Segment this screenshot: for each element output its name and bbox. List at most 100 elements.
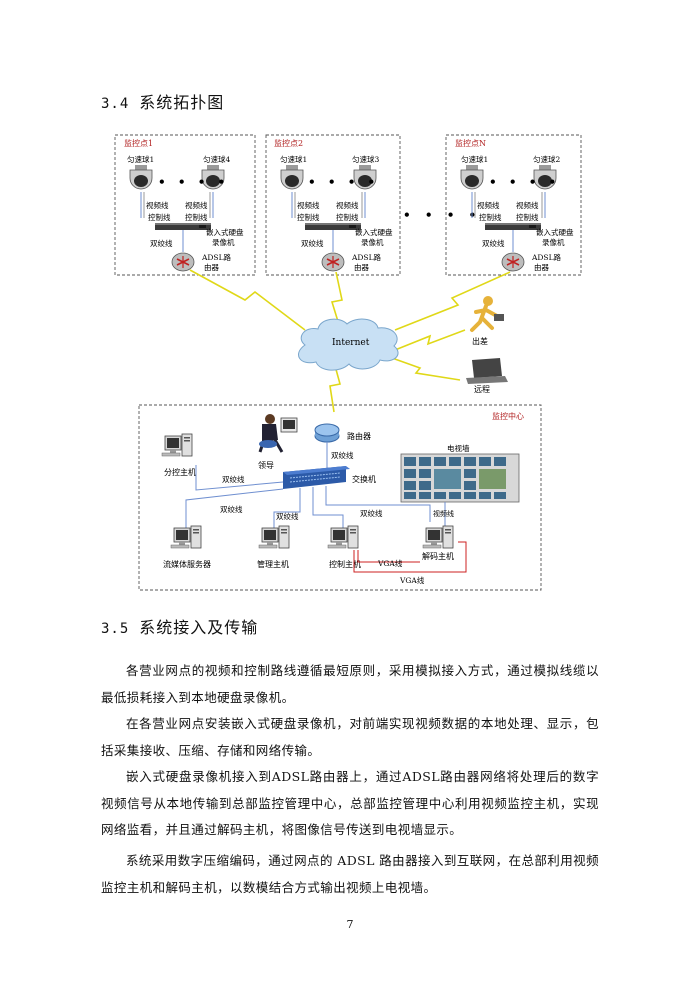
twisted-pair-label: 双绞线 xyxy=(301,238,324,248)
decoder-host-label: 解码主机 xyxy=(422,551,454,561)
internet-cloud-icon xyxy=(298,318,399,371)
camera-label: 匀速球3 xyxy=(352,154,379,164)
site-box xyxy=(445,134,582,276)
router-label: 路由器 xyxy=(347,431,371,441)
adsl-label: 由器 xyxy=(354,262,369,272)
streaming-server-icon xyxy=(170,525,202,549)
control-host-icon xyxy=(327,525,359,549)
twisted-pair-label: 双绞线 xyxy=(482,238,505,248)
adsl-label: ADSL路 xyxy=(201,252,232,262)
router-icon xyxy=(314,423,340,443)
control-host-label: 控制主机 xyxy=(329,559,361,569)
wireless-links xyxy=(189,269,511,413)
remote-label: 远程 xyxy=(474,385,490,394)
dvr-label: 嵌入式硬盘 xyxy=(206,227,244,237)
body-paragraph: 嵌入式硬盘录像机接入到ADSL路由器上，通过ADSL路由器网络将处理后的数字视频… xyxy=(101,769,599,837)
lightning-link-site2 xyxy=(330,271,343,329)
site-title: 监控点2 xyxy=(274,138,303,148)
center-title: 监控中心 xyxy=(492,411,524,421)
adsl-label: 由器 xyxy=(204,262,219,272)
ellipsis-dots: • • • • xyxy=(308,175,379,189)
camera-label: 匀速球4 xyxy=(203,154,230,164)
video-line-label: 视频线 xyxy=(146,200,169,210)
video-line-label: 视频线 xyxy=(433,509,454,518)
dvr-icon xyxy=(155,223,211,230)
dvr-icon xyxy=(485,223,541,230)
center-box xyxy=(138,404,542,591)
traveler-icon xyxy=(470,296,504,332)
lightning-link-remote xyxy=(391,357,461,381)
ellipsis-dots: • • • • xyxy=(489,175,560,189)
site-title: 监控点1 xyxy=(124,138,153,148)
adsl-label: ADSL路 xyxy=(351,252,382,262)
travel-label: 出差 xyxy=(472,336,488,346)
adsl-router-icon xyxy=(501,252,525,272)
camera-label: 匀速球1 xyxy=(461,154,488,164)
site-title: 监控点N xyxy=(455,138,486,148)
control-line-label: 控制线 xyxy=(479,212,502,222)
section-title: 系统拓扑图 xyxy=(139,93,225,112)
control-line-label: 控制线 xyxy=(336,212,359,222)
control-line-label: 控制线 xyxy=(297,212,320,222)
twisted-pair-label: 双绞线 xyxy=(276,511,299,521)
video-line-label: 视频线 xyxy=(477,200,500,210)
adsl-router-icon xyxy=(321,252,345,272)
sub-host-label: 分控主机 xyxy=(164,467,196,477)
laptop-icon xyxy=(466,358,508,384)
switch-label: 交换机 xyxy=(352,474,376,484)
monitoring-site-n: 监控点N 匀速球1 匀速球2 • • • • 视频线 视频线 控制线 控制线 嵌… xyxy=(445,134,582,276)
adsl-label: 由器 xyxy=(534,262,549,272)
twisted-pair-label: 双绞线 xyxy=(360,508,383,518)
vga-label: VGA线 xyxy=(377,558,403,568)
camera-label: 匀速球1 xyxy=(280,154,307,164)
dvr-icon xyxy=(305,223,361,230)
lightning-link-travel xyxy=(394,329,466,351)
monitoring-center: 监控中心 路由器 双绞线 交换机 领导 分控主机 xyxy=(138,404,542,591)
section-heading-3-5: 3.5 系统接入及传输 xyxy=(101,614,258,638)
sub-host-pc-icon xyxy=(161,433,193,457)
dvr-label: 录像机 xyxy=(542,237,565,247)
leader-label: 领导 xyxy=(258,460,274,470)
video-line-label: 视频线 xyxy=(185,200,208,210)
control-line-label: 控制线 xyxy=(148,212,171,222)
twisted-pair-label: 双绞线 xyxy=(331,450,354,460)
twisted-pair-label: 双绞线 xyxy=(220,504,243,514)
video-wall-label: 电视墙 xyxy=(447,443,470,453)
camera-label: 匀速球2 xyxy=(533,154,560,164)
lightning-link-center xyxy=(329,361,341,413)
ellipsis-dots: • • • • xyxy=(158,175,229,189)
twisted-pair-label: 双绞线 xyxy=(222,474,245,484)
adsl-label: ADSL路 xyxy=(531,252,562,262)
dvr-label: 嵌入式硬盘 xyxy=(355,227,393,237)
decoder-host-icon xyxy=(422,525,454,549)
body-paragraph: 在各营业网点安装嵌入式硬盘录像机，对前端实现视频数据的本地处理、显示，包括采集接… xyxy=(101,716,599,758)
dvr-label: 嵌入式硬盘 xyxy=(536,227,574,237)
ellipsis-dots: • • • • xyxy=(403,208,481,222)
streaming-server-label: 流媒体服务器 xyxy=(163,559,211,569)
management-host-label: 管理主机 xyxy=(257,559,289,569)
dome-camera-icon xyxy=(460,164,484,190)
management-host-icon xyxy=(258,525,290,549)
section-number: 3.5 xyxy=(101,621,130,637)
monitoring-site-2: 监控点2 匀速球1 匀速球3 • • • • 视频线 视频线 控制线 控制线 嵌… xyxy=(265,134,401,276)
leader-icon xyxy=(258,414,298,453)
dvr-label: 录像机 xyxy=(361,237,384,247)
control-line-label: 控制线 xyxy=(185,212,208,222)
control-line-label: 控制线 xyxy=(516,212,539,222)
camera-label: 匀速球1 xyxy=(127,154,154,164)
switch-icon xyxy=(283,466,350,489)
monitoring-site-1: 监控点1 匀速球1 匀速球4 • • • • 视频线 视频线 控制线 控制线 嵌… xyxy=(114,134,256,276)
body-paragraph: 系统采用数字压缩编码，通过网点的 ADSL 路由器接入到互联网，在总部利用视频监… xyxy=(101,853,599,895)
lightning-link-siten xyxy=(394,271,511,331)
video-line-label: 视频线 xyxy=(336,200,359,210)
site-box xyxy=(114,134,256,276)
site-box xyxy=(265,134,401,276)
dvr-label: 录像机 xyxy=(212,237,235,247)
section-title: 系统接入及传输 xyxy=(139,618,259,637)
twisted-pair-label: 双绞线 xyxy=(150,238,173,248)
internet-label: Internet xyxy=(332,338,370,348)
body-paragraph: 各营业网点的视频和控制路线遵循最短原则，采用模拟接入方式，通过模拟线缆以最低损耗… xyxy=(101,663,599,705)
video-wall-icon xyxy=(400,453,520,503)
video-line-label: 视频线 xyxy=(297,200,320,210)
lightning-link-site1 xyxy=(189,269,306,331)
